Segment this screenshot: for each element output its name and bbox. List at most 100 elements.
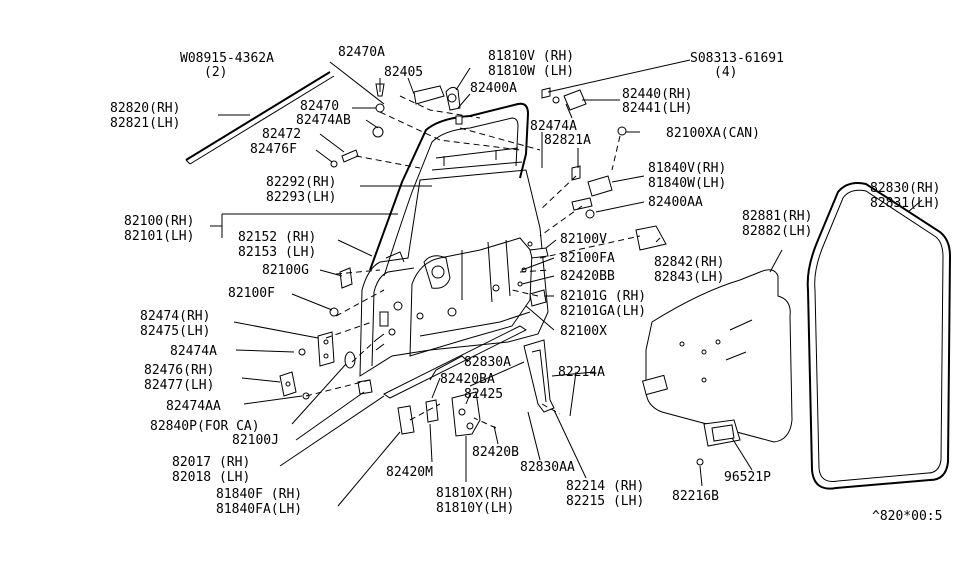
callout-82474A-top: 82474A bbox=[530, 119, 577, 134]
callout-82214A: 82214A bbox=[558, 365, 605, 380]
label-line: 82215 (LH) bbox=[566, 494, 644, 509]
label-line: 82842(RH) bbox=[654, 255, 724, 270]
door-trim-panel bbox=[641, 249, 793, 443]
label-line: 82216B bbox=[672, 489, 719, 504]
callout-82100FA: 82100FA bbox=[560, 251, 615, 266]
callout-82152: 82152 (RH) 82153 (LH) bbox=[238, 230, 324, 260]
callout-82476F: 82476F bbox=[250, 142, 297, 157]
label-line: 82472 bbox=[262, 127, 301, 142]
label-line: 82400A bbox=[470, 81, 517, 96]
callout-82474: 82474(RH) 82475(LH) bbox=[140, 309, 218, 339]
callout-82840P: 82840P(FOR CA) bbox=[150, 419, 260, 434]
label-line: 81840W(LH) bbox=[648, 176, 726, 191]
door-lock bbox=[425, 391, 481, 437]
callout-82842: 82842(RH) 82843(LH) bbox=[654, 255, 732, 285]
label-line: 82440(RH) bbox=[622, 87, 692, 102]
label-line: 82843(LH) bbox=[654, 270, 724, 285]
label-line: 82100F bbox=[228, 286, 275, 301]
handle-bezel bbox=[696, 419, 741, 466]
label-line: 82474A bbox=[170, 344, 217, 359]
callout-82476: 82476(RH) 82477(LH) bbox=[144, 363, 222, 393]
callout-82292: 82292(RH) 82293(LH) bbox=[266, 175, 344, 205]
label-line: 82474AB bbox=[296, 113, 351, 128]
door-weatherstrip bbox=[806, 182, 952, 490]
label-line: 82882(LH) bbox=[742, 224, 812, 239]
callout-81810X: 81810X(RH) 81810Y(LH) bbox=[436, 486, 522, 516]
label-line: 82820(RH) bbox=[110, 101, 180, 116]
label-line: 82420BB bbox=[560, 269, 615, 284]
label-line: 82475(LH) bbox=[140, 324, 210, 339]
label-line: ^820*00:5 bbox=[872, 509, 942, 524]
leader-lines bbox=[210, 59, 753, 507]
label-line: 82470A bbox=[338, 45, 385, 60]
label-line: 82474A bbox=[530, 119, 577, 134]
callout-96521P: 96521P bbox=[724, 470, 771, 485]
hinges bbox=[517, 165, 613, 307]
door-parts-artwork bbox=[185, 59, 952, 507]
label-line: 82018 (LH) bbox=[172, 470, 250, 485]
label-line: 82476F bbox=[250, 142, 297, 157]
callout-81840F: 81840F (RH) 81840FA(LH) bbox=[216, 487, 310, 517]
label-line: 82101(LH) bbox=[124, 229, 194, 244]
label-line: 82830AA bbox=[520, 460, 575, 475]
top-hardware bbox=[330, 83, 627, 168]
callout-82100: 82100(RH) 82101(LH) bbox=[124, 214, 202, 244]
label-line: 82477(LH) bbox=[144, 378, 214, 393]
callout-82420BA: 82420BA bbox=[440, 372, 495, 387]
callout-82100V: 82100V bbox=[560, 232, 607, 247]
label-line: 82292(RH) bbox=[266, 175, 336, 190]
label-line: 82101G (RH) bbox=[560, 289, 646, 304]
label-line: 82214A bbox=[558, 365, 605, 380]
label-line: 82153 (LH) bbox=[238, 245, 316, 260]
label-line: 82425 bbox=[464, 387, 503, 402]
callout-82100F: 82100F bbox=[228, 286, 275, 301]
label-line: 81810W (LH) bbox=[488, 64, 574, 79]
callout-82420M: 82420M bbox=[386, 465, 433, 480]
callout-82214: 82214 (RH) 82215 (LH) bbox=[566, 479, 652, 509]
diagram-code: ^820*00:5 bbox=[872, 509, 942, 524]
label-line: 82100J bbox=[232, 433, 279, 448]
part-labels: W08915-4362A (2) 82470A 82405 81810V (RH… bbox=[110, 45, 948, 524]
label-line: 82100XA(CAN) bbox=[666, 126, 760, 141]
label-line: 82017 (RH) bbox=[172, 455, 250, 470]
label-line: 82441(LH) bbox=[622, 101, 692, 116]
label-line: 81840F (RH) bbox=[216, 487, 302, 502]
callout-82425: 82425 bbox=[464, 387, 503, 402]
label-line: 82214 (RH) bbox=[566, 479, 644, 494]
callout-82830: 82830(RH) 82831(LH) bbox=[870, 181, 948, 211]
door-frame bbox=[369, 102, 530, 277]
callout-82420B: 82420B bbox=[472, 445, 519, 460]
callout-08915-4362A: W08915-4362A (2) bbox=[180, 51, 282, 80]
label-line: 82100X bbox=[560, 324, 607, 339]
label-line: 82831(LH) bbox=[870, 196, 940, 211]
label-line: S08313-61691 bbox=[690, 51, 784, 66]
label-line: 81810X(RH) bbox=[436, 486, 514, 501]
label-line: 81840V(RH) bbox=[648, 161, 726, 176]
label-line: 82420M bbox=[386, 465, 433, 480]
label-line: 81810V (RH) bbox=[488, 49, 574, 64]
label-line: 82293(LH) bbox=[266, 190, 336, 205]
callout-82101G: 82101G (RH) 82101GA(LH) bbox=[560, 289, 654, 319]
label-line: 81840FA(LH) bbox=[216, 502, 302, 517]
callout-81840V: 81840V(RH) 81840W(LH) bbox=[648, 161, 734, 191]
label-line: 82474AA bbox=[166, 399, 221, 414]
callout-82474AB: 82474AB bbox=[296, 113, 351, 128]
label-line: 82476(RH) bbox=[144, 363, 214, 378]
label-line: 82100V bbox=[560, 232, 607, 247]
label-line: 82821A bbox=[544, 133, 591, 148]
callout-82420BB: 82420BB bbox=[560, 269, 615, 284]
callout-82830AA: 82830AA bbox=[520, 460, 575, 475]
callout-82820: 82820(RH) 82821(LH) bbox=[110, 101, 188, 131]
label-line: 82470 bbox=[300, 99, 339, 114]
callout-82474AA: 82474AA bbox=[166, 399, 221, 414]
label-line: 81810Y(LH) bbox=[436, 501, 514, 516]
callout-82821A: 82821A bbox=[544, 133, 591, 148]
callout-82470A: 82470A bbox=[338, 45, 385, 60]
label-line: (4) bbox=[714, 65, 737, 80]
callout-08313-61691: S08313-61691 (4) bbox=[690, 51, 792, 80]
label-line: 96521P bbox=[724, 470, 771, 485]
inner-door-panel bbox=[359, 169, 549, 377]
label-line: 82840P(FOR CA) bbox=[150, 419, 260, 434]
callout-82470: 82470 bbox=[300, 99, 339, 114]
